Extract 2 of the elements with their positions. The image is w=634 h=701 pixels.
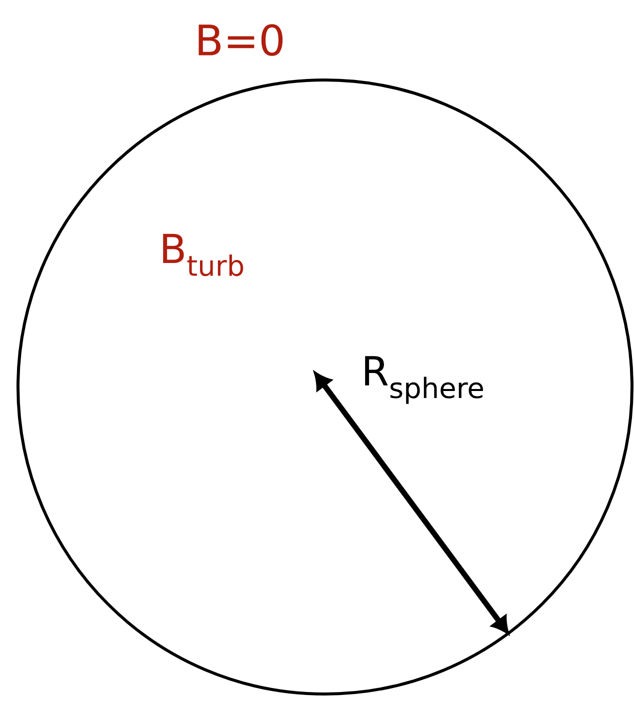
field-label: B$_{turb}$ [163,234,244,276]
radius-label: R$_{sphere}$ [365,356,483,404]
